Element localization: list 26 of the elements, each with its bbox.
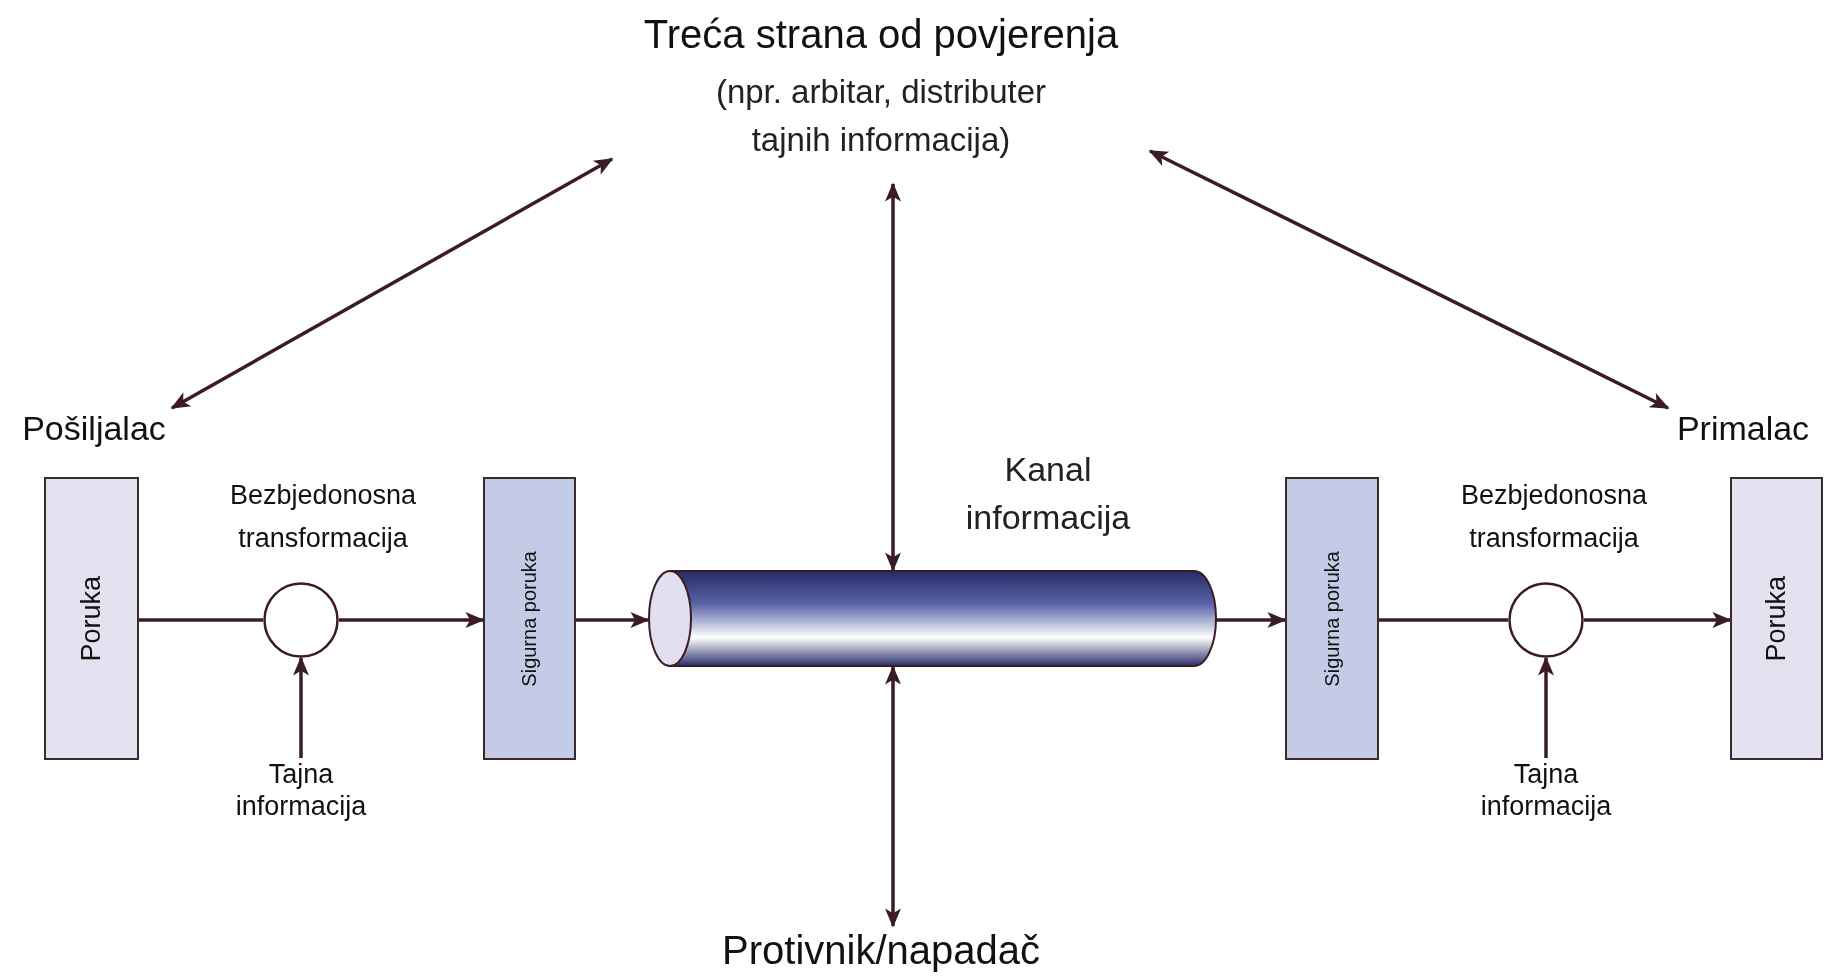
arrow	[170, 157, 614, 410]
arrow	[885, 182, 901, 572]
arrow	[1538, 656, 1554, 758]
party-label: Tajna informacija	[234, 758, 368, 823]
party-description: (npr. arbitar, distributer tajnih informacija)	[714, 72, 1048, 160]
transformation-label: Bezbjedonosna transformacija	[1459, 479, 1649, 556]
party-label: Tajna informacija	[1479, 758, 1613, 823]
party-label: Pošiljalac	[21, 408, 167, 449]
arrow	[1584, 612, 1732, 628]
transformation-label: Bezbjedonosna transformacija	[228, 479, 418, 556]
arrow	[885, 665, 901, 928]
arrow	[1148, 149, 1670, 410]
channel-label: Kanal informacija	[964, 449, 1132, 538]
message-box: Sigurna poruka	[1285, 477, 1379, 760]
message-box: Poruka	[1730, 477, 1823, 760]
arrow	[576, 612, 650, 628]
arrow	[1216, 612, 1287, 628]
party-title: Treća strana od povjerenja	[642, 11, 1120, 58]
party-label: Primalac	[1675, 408, 1811, 449]
message-box: Poruka	[44, 477, 139, 760]
arrow	[339, 612, 485, 628]
connector-line	[139, 618, 263, 622]
message-box: Sigurna poruka	[483, 477, 576, 760]
arrow	[293, 656, 309, 758]
connector-line	[1379, 618, 1508, 622]
party-label: Protivnik/napadač	[721, 927, 1041, 974]
